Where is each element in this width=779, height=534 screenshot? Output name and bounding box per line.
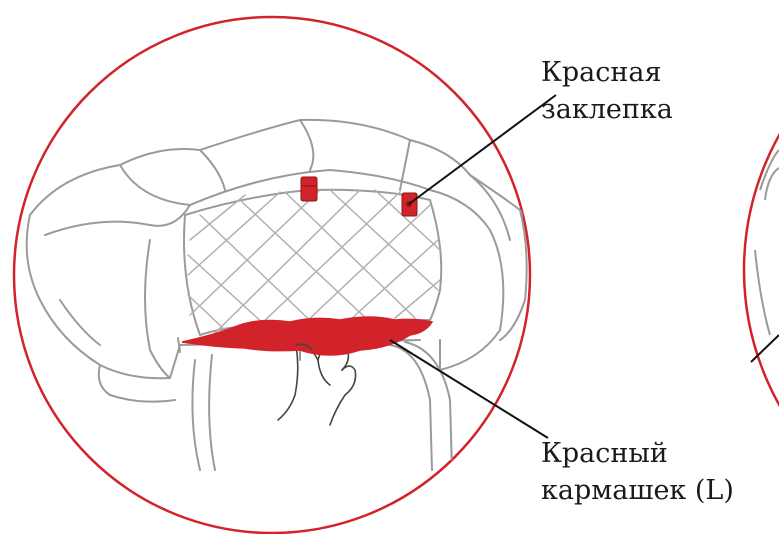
red-rivet-label: Красная заклепка [541,54,673,128]
red-rivet-label-line1: Красная [541,54,673,91]
right-detail-circle [744,0,779,534]
red-pocket-label-line2: кармашек (L) [541,472,734,509]
red-pocket-label: Красный кармашек (L) [541,435,734,509]
red-rivet-left [301,177,317,201]
red-pocket-label-line1: Красный [541,435,734,472]
left-detail-circle [14,17,556,533]
red-rivet-label-line2: заклепка [541,91,673,128]
